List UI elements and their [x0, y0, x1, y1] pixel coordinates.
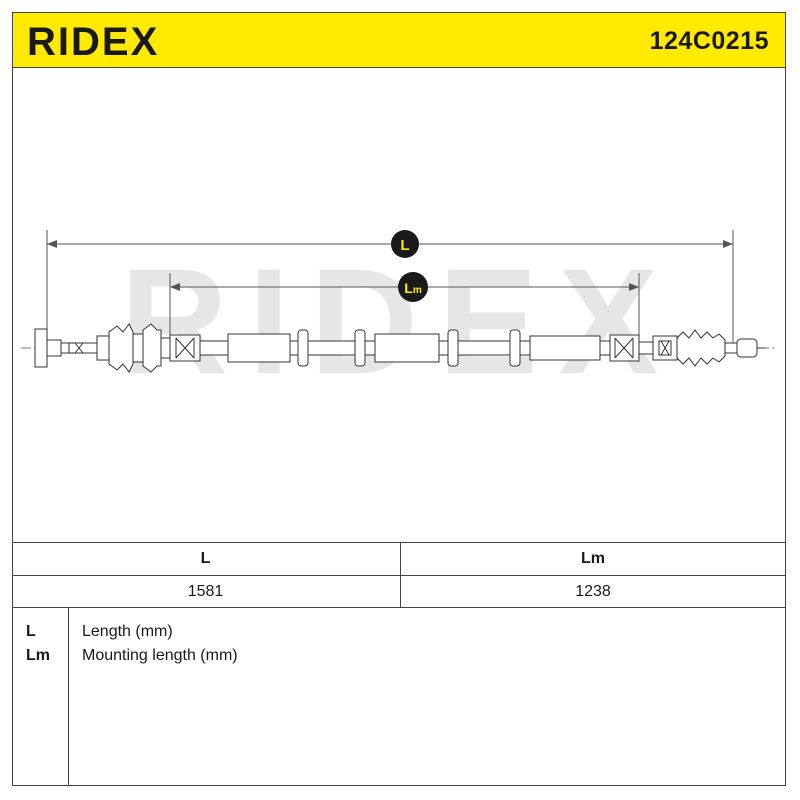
legend-divider — [68, 607, 69, 786]
table-value-l: 1581 — [187, 583, 224, 600]
svg-text:Lm: Lm — [404, 280, 422, 296]
grommet-left — [96, 323, 171, 373]
legend-descriptions: Length (mm) Mounting length (mm) — [82, 620, 238, 668]
legend-keys: L Lm — [26, 620, 50, 668]
table-header-lm: Lm — [581, 550, 605, 567]
table-bottom-border — [12, 607, 786, 608]
spring-clip-3 — [447, 329, 459, 367]
bellows-right — [676, 329, 726, 367]
end-fitting-right — [736, 338, 758, 358]
table-divider — [400, 542, 401, 608]
dim-label-lm: L — [404, 280, 413, 296]
sleeve-3 — [529, 335, 601, 361]
dim-label-lm-sub: m — [413, 285, 422, 296]
spring-clip-2 — [354, 329, 366, 367]
table-value-lm: 1238 — [575, 583, 611, 600]
table-value-row: 1581 1238 — [12, 575, 786, 608]
sleeve-2 — [374, 333, 440, 363]
spring-clip-1 — [297, 329, 309, 367]
logo-text: RIDEX — [27, 21, 159, 61]
part-number: 124C0215 — [649, 27, 769, 55]
cable-drawing: RIDEX L Lm — [21, 230, 775, 405]
dim-label-l: L — [400, 237, 409, 254]
dimension-lm: Lm — [170, 272, 639, 302]
table-header-row: L Lm — [12, 542, 786, 575]
sleeve-1 — [227, 333, 291, 363]
spring-clip-4 — [509, 329, 521, 367]
legend-desc-lm: Mounting length (mm) — [82, 647, 238, 664]
legend-key-l: L — [26, 623, 36, 640]
watermark: RIDEX — [120, 237, 678, 405]
table-header-l: L — [200, 550, 211, 567]
end-fitting-left — [34, 328, 48, 368]
legend-key-lm: Lm — [26, 647, 50, 664]
dimension-l: L — [47, 230, 733, 258]
legend-desc-l: Length (mm) — [82, 623, 173, 640]
ridex-logo: RIDEX — [27, 21, 159, 61]
brake-cable — [21, 323, 775, 373]
header-bar: RIDEX 124C0215 — [12, 12, 786, 68]
